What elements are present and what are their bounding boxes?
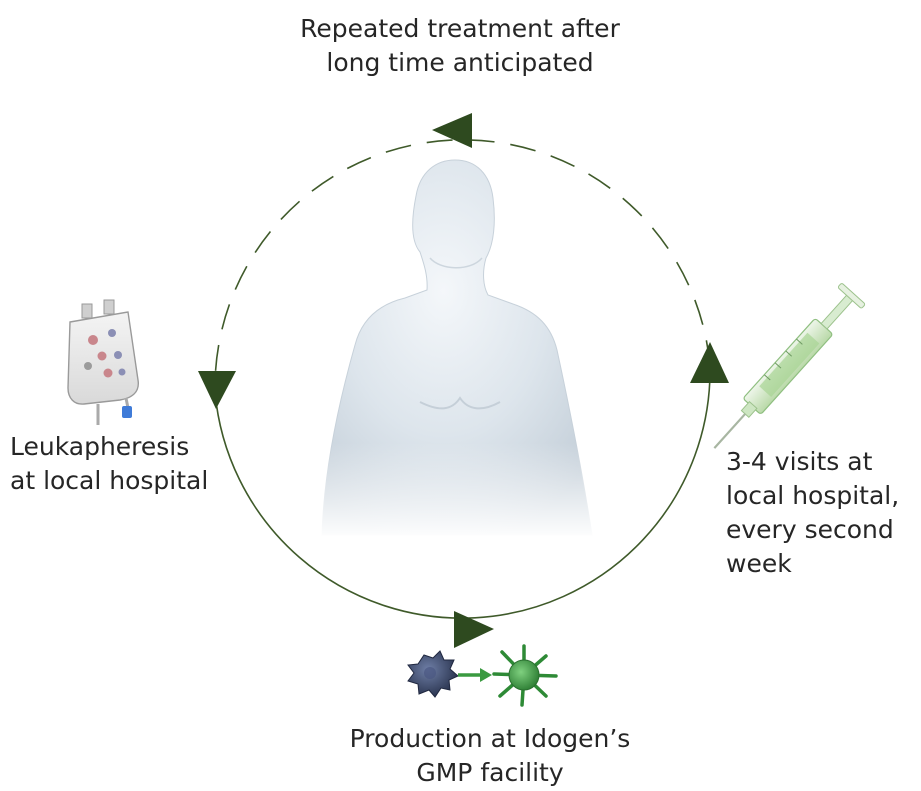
label-line: at local hospital	[10, 464, 208, 498]
label-production: Production at Idogen’s GMP facility	[240, 722, 740, 790]
monocyte-cell-icon	[408, 651, 458, 697]
label-line: Production at Idogen’s	[240, 722, 740, 756]
label-line: week	[726, 547, 899, 581]
syringe-icon	[702, 283, 865, 459]
label-line: every second	[726, 513, 899, 547]
arrowhead-top	[432, 113, 472, 148]
blood-bag-icon	[68, 300, 138, 425]
arrowhead-right	[690, 342, 729, 383]
human-torso-figure	[300, 150, 620, 540]
label-hospital-visits: 3-4 visits at local hospital, every seco…	[726, 445, 899, 581]
dendritic-cell-icon	[494, 646, 556, 705]
arrow-right-icon	[458, 668, 492, 682]
label-line: 3-4 visits at	[726, 445, 899, 479]
arrowhead-left	[198, 371, 236, 409]
label-line: long time anticipated	[210, 46, 710, 80]
label-line: local hospital,	[726, 479, 899, 513]
label-leukapheresis: Leukapheresis at local hospital	[10, 430, 208, 498]
label-line: Repeated treatment after	[210, 12, 710, 46]
label-repeated-treatment: Repeated treatment after long time antic…	[210, 12, 710, 80]
label-line: Leukapheresis	[10, 430, 208, 464]
label-line: GMP facility	[240, 756, 740, 790]
